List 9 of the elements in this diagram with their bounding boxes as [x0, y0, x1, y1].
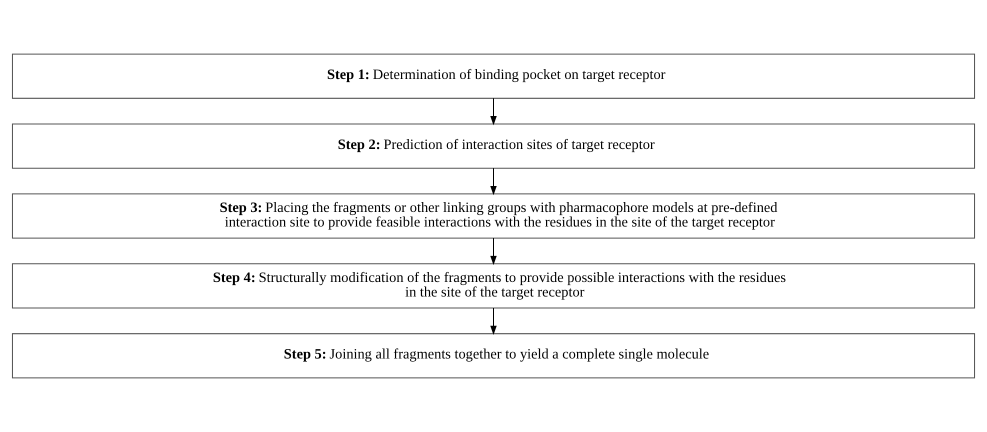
node-box: Step 3: Placing the fragments or other linking groups with pharmacophore models at pre-defined interaction site to provide feasible interactions with the residues in the site of the target receptor: [12, 193, 976, 239]
arrow: [490, 238, 497, 266]
arrow: [490, 98, 497, 126]
node-box: Step 1: Determination of binding pocket on target receptor: [12, 54, 976, 99]
node-box: Step 2: Prediction of interaction sites of target receptor: [12, 124, 976, 169]
arrow: [490, 168, 497, 196]
arrow: [490, 308, 497, 335]
node-box: Step 5: Joining all fragments together to yield a complete single molecule: [12, 333, 976, 378]
node-box: Step 4: Structurally modification of the fragments to provide possible interactions with the residues in the site of the target receptor: [12, 263, 976, 308]
